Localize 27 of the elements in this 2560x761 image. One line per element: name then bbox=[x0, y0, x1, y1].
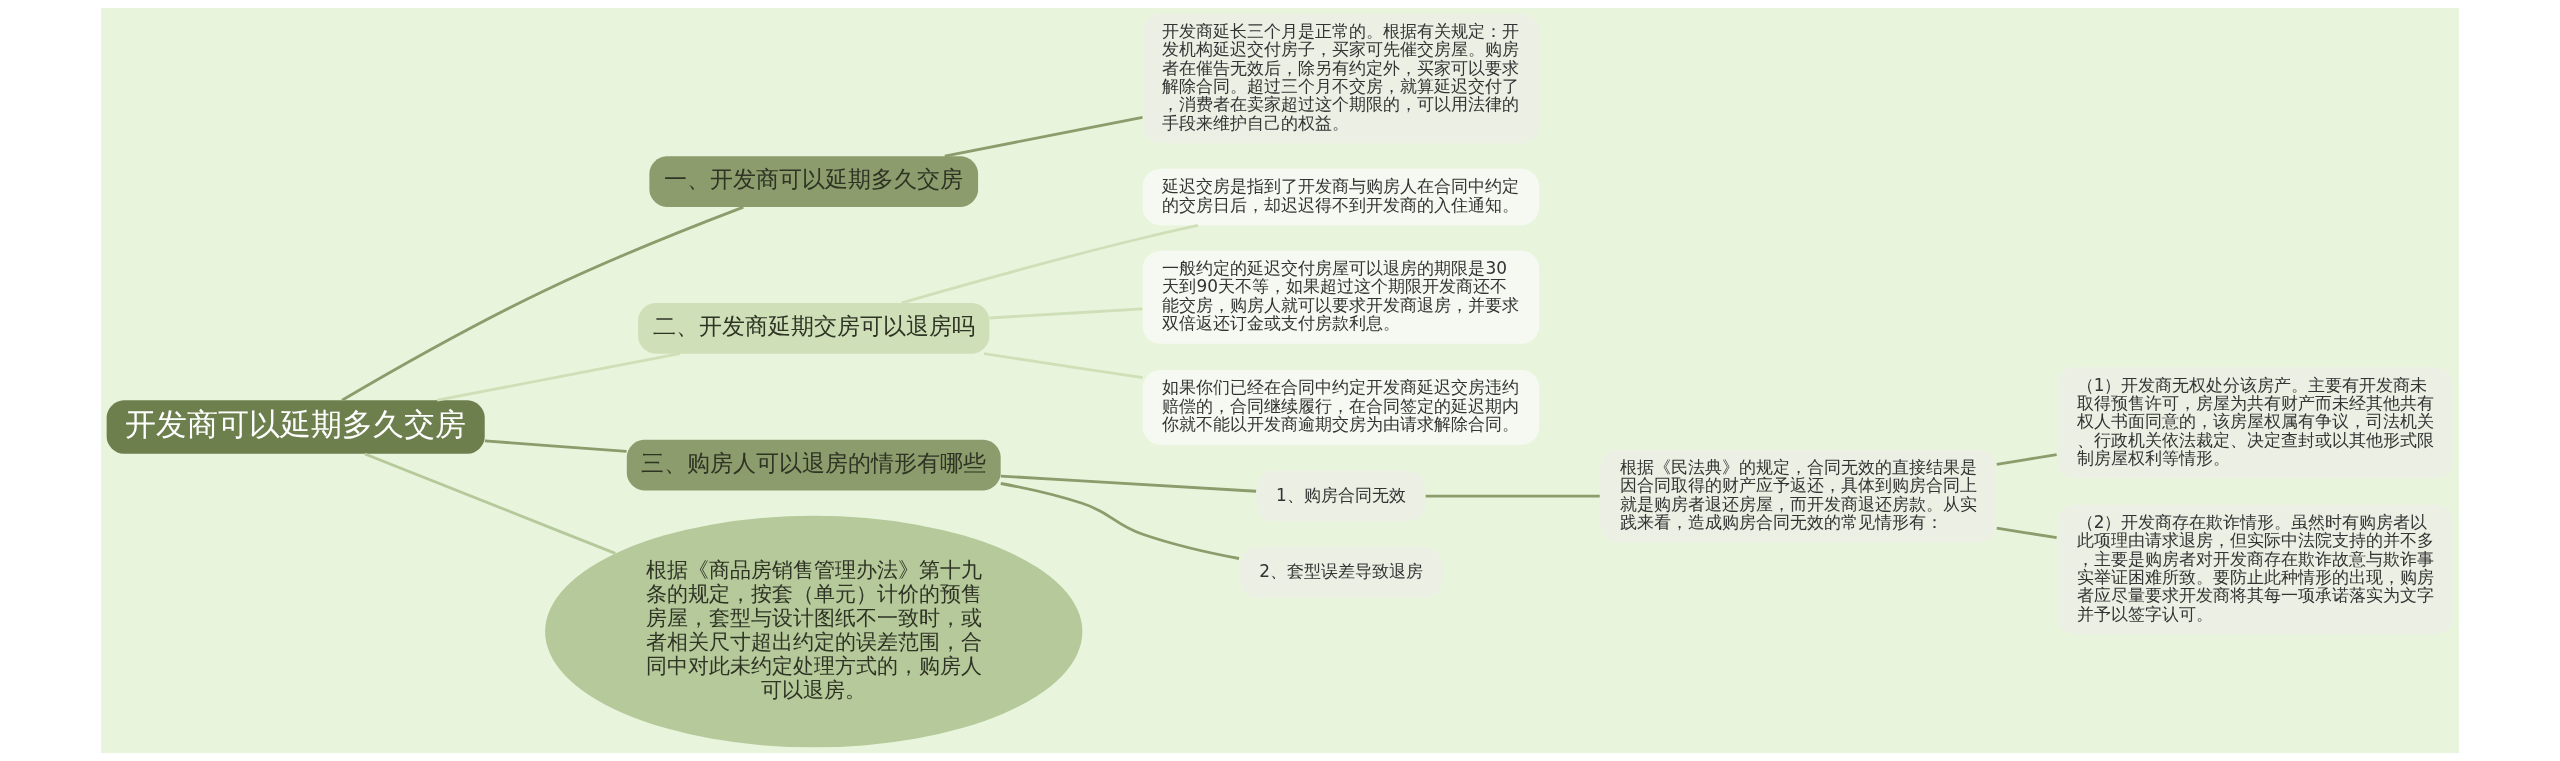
node-box: 开发商可以延期多久交房 bbox=[106, 400, 485, 454]
connector bbox=[436, 352, 681, 402]
node-box: 三、购房人可以退房的情形有哪些 bbox=[626, 439, 1001, 491]
node-box: 根据《民法典》的规定，合同无效的直接结果是因合同取得的财产应予返还，具体到购房合同上就是购房者退还房屋，而开发商退还房款。从实践来看，造成购房合同无效的常见情形有： bbox=[1599, 449, 1997, 543]
node-box: 二、开发商延期交房可以退房吗 bbox=[638, 302, 990, 354]
node-box: 开发商延长三个月是正常的。根据有关规定：开发机构延迟交付房子，买家可先催交房屋。购房者在催告无效后，除另有约定外，买家可以要求解除合同。超过三个月不交房，就算延迟交付了，消费者在卖家超过这个期限的，可以用法律的手段来维护自己的权益。 bbox=[1142, 13, 1540, 144]
connector bbox=[1425, 494, 1600, 498]
connector bbox=[983, 352, 1143, 380]
connector bbox=[1000, 482, 1240, 560]
node-box: （2）开发商存在欺诈情形。虽然时有购房者以此项理由请求退房，但实际中法院支持的并不多，主要是购房者对开发商存在欺诈故意与欺诈事实举证困难所致。要防止此种情形的出现，购房者应尽量要求开发商将其每一项承诺落实为文字并予以签字认可。 bbox=[2056, 504, 2454, 635]
node-box: 1、购房合同无效 bbox=[1256, 470, 1426, 522]
node-box: 如果你们已经在合同中约定开发商延迟交房违约赔偿的，合同继续履行，在合同签定的延迟期内你就不能以开发商逾期交房为由请求解除合同。 bbox=[1142, 369, 1540, 445]
connector bbox=[989, 307, 1143, 320]
connector bbox=[1996, 453, 2057, 466]
connector bbox=[1996, 526, 2057, 540]
node-box: 2、套型误差导致退房 bbox=[1239, 546, 1443, 598]
node-box: 一般约定的延迟交付房屋可以退房的期限是30天到90天不等，如果超过这个期限开发商还不能交房，购房人就可以要求开发商退房，并要求双倍返还订金或支付房款利息。 bbox=[1142, 250, 1540, 344]
connector bbox=[1000, 474, 1257, 493]
node-box: 一、开发商可以延期多久交房 bbox=[649, 156, 979, 207]
node-box: 延迟交房是指到了开发商与购房人在合同中约定的交房日后，却迟迟得不到开发商的入住通知。 bbox=[1142, 168, 1540, 226]
node-ellipse: 根据《商品房销售管理办法》第十九条的规定，按套（单元）计价的预售房屋，套型与设计图纸不一致时，或者相关尺寸超出约定的误差范围，合同中对此未约定处理方式的，购房人可以退房。 bbox=[545, 515, 1083, 748]
node-box: （1）开发商无权处分该房产。主要有开发商未取得预售许可，房屋为共有财产而未经其他共有权人书面同意的，该房屋权属有争议，司法机关、行政机关依法裁定、决定查封或以其他形式限制房屋权利等情形。 bbox=[2056, 367, 2454, 479]
connector bbox=[901, 224, 1199, 305]
connector bbox=[341, 205, 744, 402]
connector bbox=[364, 452, 616, 555]
connector bbox=[944, 115, 1143, 158]
connector bbox=[484, 439, 627, 453]
